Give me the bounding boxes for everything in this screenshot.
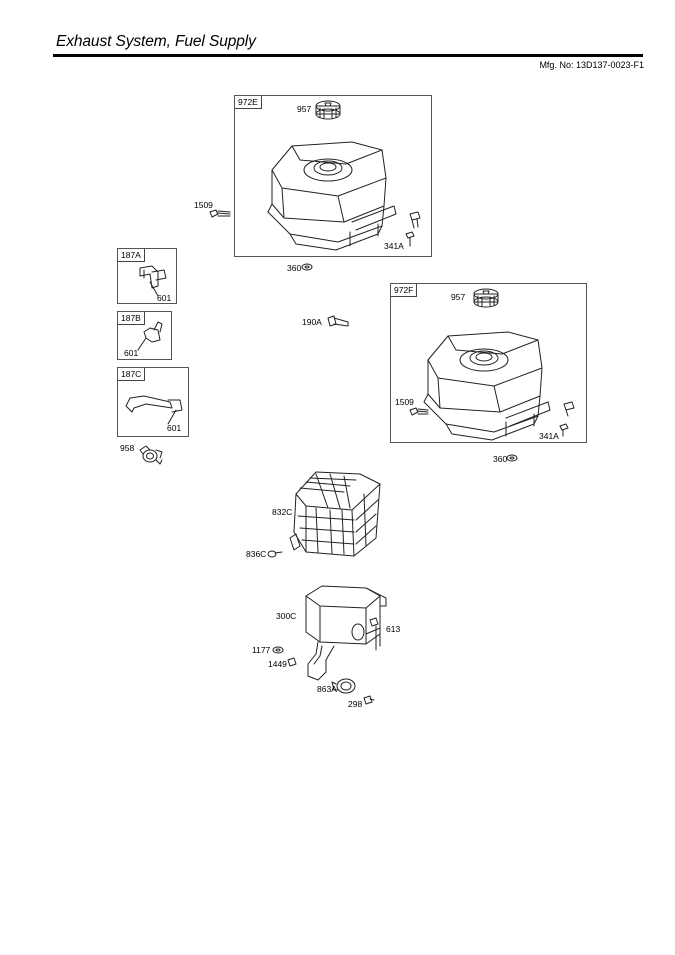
box-tag-972f[interactable]: 972F	[391, 284, 418, 297]
label-1509-f: 1509	[395, 397, 414, 407]
label-1509-e: 1509	[194, 200, 213, 210]
label-360-e: 360	[287, 263, 302, 273]
label-613: 613	[386, 624, 401, 634]
bolt-1509-e[interactable]	[209, 209, 231, 218]
box-tag-187a[interactable]: 187A	[118, 249, 145, 262]
page-title: Exhaust System, Fuel Supply	[56, 33, 256, 50]
label-298: 298	[348, 699, 363, 709]
label-341a-f: 341A	[539, 431, 559, 441]
box-tag-187b[interactable]: 187B	[118, 312, 145, 325]
label-1449: 1449	[268, 659, 287, 669]
bolt-1509-f[interactable]	[409, 407, 429, 416]
fuel-hose-187b[interactable]	[137, 321, 163, 351]
fuel-tank-972f[interactable]	[423, 331, 551, 441]
hose-box-187c: 187C	[117, 367, 189, 437]
fuel-hose-187c[interactable]	[125, 395, 183, 425]
hose-box-187a: 187A	[117, 248, 177, 304]
muffler-guard-832c[interactable]	[289, 471, 381, 557]
exhaust-gasket-863a[interactable]	[331, 678, 356, 694]
muffler-screw-613[interactable]	[369, 617, 379, 627]
muffler-300c[interactable]	[305, 585, 387, 681]
model-number: Mfg. No: 13D137-0023-F1	[539, 60, 644, 70]
screw-341a-e[interactable]	[405, 211, 421, 247]
label-832c: 832C	[272, 507, 293, 517]
hose-box-187b: 187B	[117, 311, 172, 360]
fuel-cap-957-f[interactable]	[473, 288, 499, 308]
label-957-e: 957	[297, 104, 312, 114]
label-360-f: 360	[493, 454, 508, 464]
fuel-tank-box-972e: 972E	[234, 95, 432, 257]
nut-360-e[interactable]	[301, 263, 313, 271]
fuel-cap-957-e[interactable]	[315, 100, 341, 120]
guard-screw-836c[interactable]	[267, 550, 283, 558]
box-tag-972e[interactable]: 972E	[235, 96, 262, 109]
fuel-tank-972e[interactable]	[267, 141, 397, 251]
label-341a-e: 341A	[384, 241, 404, 251]
box-tag-187c[interactable]: 187C	[118, 368, 146, 381]
label-601-c: 601	[167, 423, 182, 433]
bolt-190a[interactable]	[327, 315, 349, 327]
label-958: 958	[120, 443, 135, 453]
label-190a: 190A	[302, 317, 322, 327]
label-1177: 1177	[252, 645, 271, 655]
fuel-hose-187a[interactable]	[139, 265, 167, 297]
label-863a: 863A	[317, 684, 337, 694]
title-rule	[53, 54, 643, 57]
label-601-a: 601	[157, 293, 172, 303]
screw-341a-f[interactable]	[559, 401, 575, 437]
hose-clamp-958[interactable]	[139, 445, 163, 465]
stud-298[interactable]	[363, 695, 375, 705]
nut-1449[interactable]	[287, 657, 297, 667]
label-957-f: 957	[451, 292, 466, 302]
nut-360-f[interactable]	[506, 454, 518, 462]
label-836c: 836C	[246, 549, 267, 559]
washer-1177[interactable]	[272, 646, 284, 654]
label-601-b: 601	[124, 348, 139, 358]
fuel-tank-box-972f: 972F	[390, 283, 587, 443]
label-300c: 300C	[276, 611, 297, 621]
